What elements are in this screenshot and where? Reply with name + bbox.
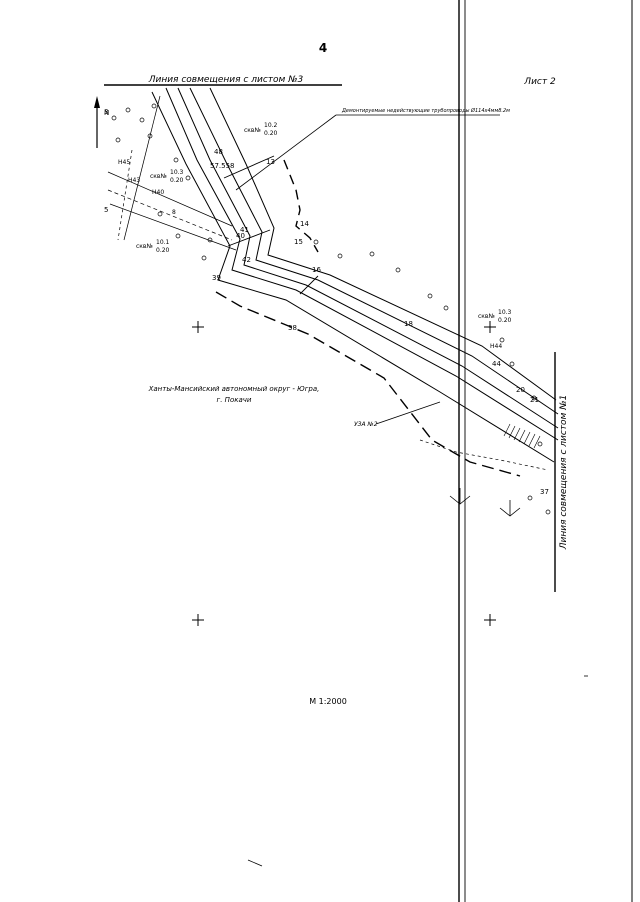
well-label: скв№ xyxy=(136,243,153,250)
frame-lines xyxy=(458,0,633,902)
page-number: 4 xyxy=(319,41,327,55)
hatching xyxy=(503,423,541,449)
grid-crosses xyxy=(192,321,496,626)
point-label: 18 xyxy=(404,320,413,328)
allotment-boundary xyxy=(215,159,549,477)
point-label: 20 xyxy=(516,386,525,394)
feature-labels: Н40 Н44 Н45 Н43 8 xyxy=(118,159,502,350)
corridor-ticks xyxy=(223,155,319,295)
well-value: 10.3 xyxy=(170,169,184,176)
well-value: 10.1 xyxy=(156,239,170,246)
edge-marks xyxy=(247,675,588,867)
region-label: Ханты-Мансийский автономный округ - Югра… xyxy=(148,385,320,393)
structure-marks xyxy=(449,488,521,517)
north-arrow-icon: N xyxy=(94,96,109,148)
feature-label: Н40 xyxy=(152,189,164,196)
point-label: 38 xyxy=(288,324,297,332)
well-value: 10.3 xyxy=(498,309,512,316)
feature-label: 8 xyxy=(172,209,176,216)
well-labels: скв№ 10.2 0.20 скв№ 10.3 0.20 скв№ 10.1 … xyxy=(136,122,512,324)
point-label: 39 xyxy=(212,274,221,282)
well-value: 0.20 xyxy=(264,130,278,137)
point-label: 14 xyxy=(300,220,309,228)
point-label: 3 xyxy=(104,108,108,116)
node-label: УЗА №2 xyxy=(354,421,378,428)
pipeline-corridor xyxy=(151,87,559,463)
survey-marks xyxy=(111,103,551,515)
feature-label: Н43 xyxy=(128,177,140,184)
match-line-top: Линия совмещения с листом №3 xyxy=(104,75,342,86)
match-line-top-label: Линия совмещения с листом №3 xyxy=(148,75,304,85)
left-survey-lines xyxy=(107,95,237,251)
point-label: 40 xyxy=(236,232,245,240)
sheet-label: Лист 2 xyxy=(523,77,556,87)
well-label: скв№ xyxy=(478,313,495,320)
scale-label: М 1:2000 xyxy=(309,697,347,706)
point-label: 48 xyxy=(214,148,223,156)
match-line-right: Линия совмещения с листом №1 xyxy=(554,352,569,592)
point-label: 15 xyxy=(294,238,303,246)
pipeline-note-leader: Демонтируемые недействующие трубопроводы… xyxy=(235,107,510,191)
feature-label: Н44 xyxy=(490,343,502,350)
north-arrow-label: N xyxy=(104,109,109,117)
point-label: 42 xyxy=(242,256,251,264)
point-label: 16 xyxy=(312,266,321,274)
point-labels: 48 57.558 13 14 15 16 18 20 21 38 39 40 … xyxy=(104,108,549,496)
well-label: скв№ xyxy=(244,127,261,134)
point-label: 57.558 xyxy=(210,162,235,170)
pipeline-note: Демонтируемые недействующие трубопроводы… xyxy=(341,107,510,114)
town-label: г. Покачи xyxy=(217,396,252,404)
point-label: 41 xyxy=(240,226,249,234)
point-label: 21 xyxy=(530,396,539,404)
well-value: 10.2 xyxy=(264,122,278,129)
node-leader: УЗА №2 xyxy=(354,401,441,428)
well-value: 0.20 xyxy=(498,317,512,324)
feature-label: Н45 xyxy=(118,159,130,166)
well-label: скв№ xyxy=(150,173,167,180)
point-label: 44 xyxy=(492,360,501,368)
point-label: 13 xyxy=(266,158,275,166)
well-value: 0.20 xyxy=(156,247,170,254)
well-value: 0.20 xyxy=(170,177,184,184)
point-label: 37 xyxy=(540,488,549,496)
point-label: 5 xyxy=(104,206,108,214)
match-line-right-label: Линия совмещения с листом №1 xyxy=(559,395,569,551)
